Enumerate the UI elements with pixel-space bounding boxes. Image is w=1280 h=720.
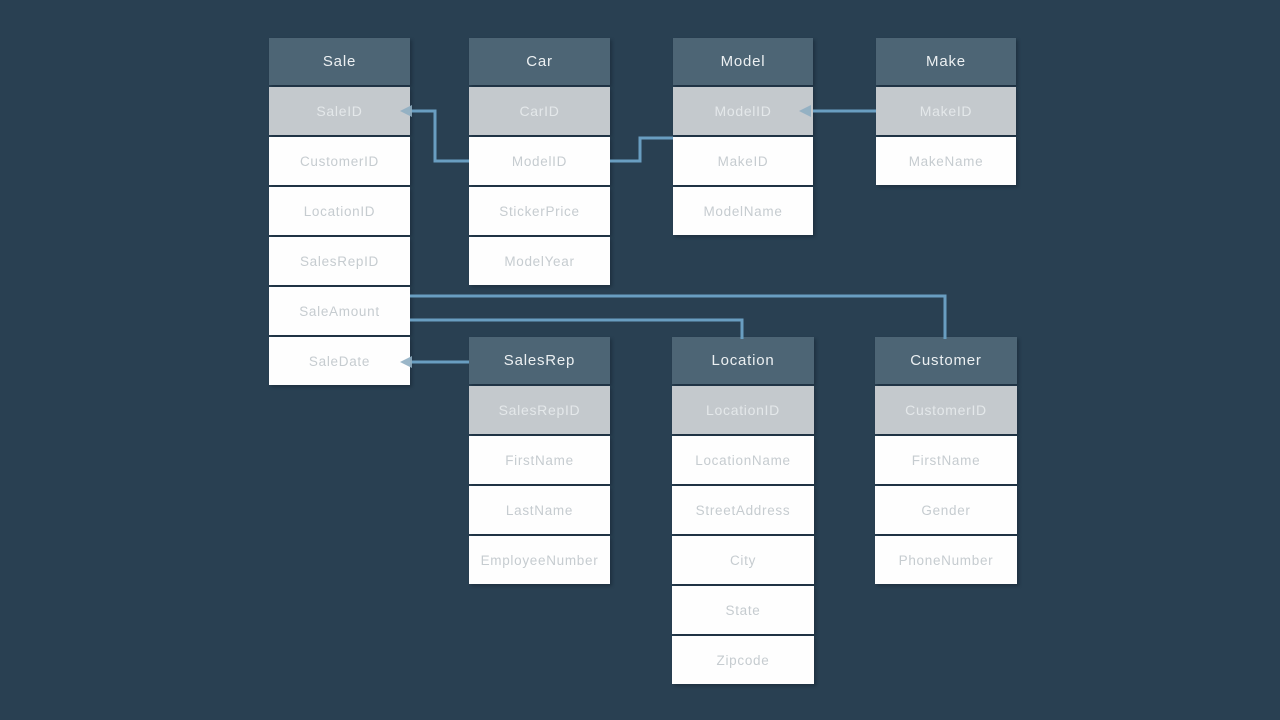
field-model-makeid: MakeID	[673, 137, 813, 185]
field-customer-firstname: FirstName	[875, 436, 1017, 484]
field-sale-saleamount: SaleAmount	[269, 287, 410, 335]
field-model-modelname: ModelName	[673, 187, 813, 235]
table-title-salesrep: SalesRep	[469, 337, 610, 384]
pk-field-customer-customerid: CustomerID	[875, 386, 1017, 434]
field-car-modelid: ModelID	[469, 137, 610, 185]
pk-field-make-makeid: MakeID	[876, 87, 1016, 135]
field-sale-salesrepid: SalesRepID	[269, 237, 410, 285]
field-car-stickerprice: StickerPrice	[469, 187, 610, 235]
pk-field-model-modelid: ModelID	[673, 87, 813, 135]
field-location-state: State	[672, 586, 814, 634]
field-sale-saledate: SaleDate	[269, 337, 410, 385]
pk-field-location-locationid: LocationID	[672, 386, 814, 434]
field-make-makename: MakeName	[876, 137, 1016, 185]
table-title-sale: Sale	[269, 38, 410, 85]
table-title-model: Model	[673, 38, 813, 85]
field-salesrep-employeenumber: EmployeeNumber	[469, 536, 610, 584]
field-location-streetaddress: StreetAddress	[672, 486, 814, 534]
field-location-locationname: LocationName	[672, 436, 814, 484]
field-salesrep-lastname: LastName	[469, 486, 610, 534]
table-title-make: Make	[876, 38, 1016, 85]
field-location-zipcode: Zipcode	[672, 636, 814, 684]
pk-field-salesrep-salesrepid: SalesRepID	[469, 386, 610, 434]
table-title-location: Location	[672, 337, 814, 384]
table-title-customer: Customer	[875, 337, 1017, 384]
field-salesrep-firstname: FirstName	[469, 436, 610, 484]
field-customer-phonenumber: PhoneNumber	[875, 536, 1017, 584]
pk-field-car-carid: CarID	[469, 87, 610, 135]
field-sale-customerid: CustomerID	[269, 137, 410, 185]
pk-field-sale-saleid: SaleID	[269, 87, 410, 135]
field-car-modelyear: ModelYear	[469, 237, 610, 285]
table-title-car: Car	[469, 38, 610, 85]
field-location-city: City	[672, 536, 814, 584]
field-customer-gender: Gender	[875, 486, 1017, 534]
field-sale-locationid: LocationID	[269, 187, 410, 235]
